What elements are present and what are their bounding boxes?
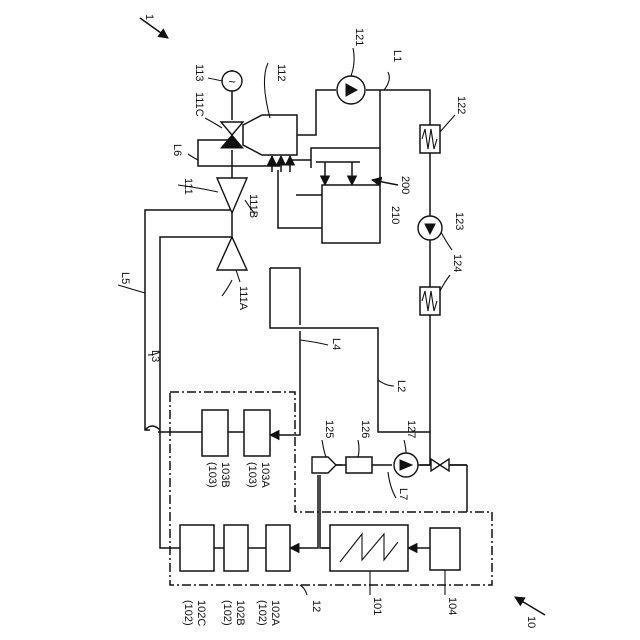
- label-200: 200: [399, 176, 411, 194]
- label-112: 112: [275, 64, 287, 82]
- label-102A: 102A: [269, 600, 281, 626]
- label-125: 125: [323, 420, 335, 438]
- label-122: 122: [455, 96, 467, 114]
- label-102C-group: (102): [182, 600, 194, 626]
- label-102C: 102C: [195, 600, 207, 626]
- ac-source-symbol: ~: [228, 74, 236, 89]
- unit-102A: [266, 525, 290, 571]
- label-113: 113: [193, 64, 205, 82]
- triangle-111B-icon: [217, 178, 247, 213]
- leader-L6: [188, 154, 198, 160]
- label-102B: 102B: [234, 600, 246, 626]
- heater-101: [330, 525, 408, 571]
- valve-L7-icon: [431, 459, 449, 471]
- leader-125: [322, 440, 326, 457]
- label-L5: L5: [119, 272, 131, 284]
- label-ctrl-12: 12: [310, 600, 322, 612]
- label-102A-group: (102): [256, 600, 268, 626]
- triangle-111A-icon: [217, 237, 247, 270]
- label-111A: 111A: [237, 286, 249, 311]
- label-L1: L1: [391, 50, 403, 62]
- leader-112: [264, 63, 270, 118]
- label-103B: 103B: [219, 462, 231, 488]
- leader-124: [440, 275, 450, 291]
- unit-104: [430, 528, 460, 570]
- leader-123: [441, 232, 452, 250]
- label-104: 104: [446, 597, 458, 615]
- leader-111C: [205, 118, 222, 128]
- label-103A-group: (103): [246, 462, 258, 488]
- arrow-fig-1: [140, 18, 168, 38]
- leader-126: [358, 440, 359, 457]
- unit-103A: [244, 410, 270, 456]
- line-L1-turbine-to-pump: [297, 90, 336, 135]
- label-L4: L4: [330, 338, 342, 350]
- leader-121: [351, 48, 354, 76]
- line-L2: [270, 268, 430, 432]
- label-111: 111: [182, 178, 194, 195]
- arrow-sys-10: [515, 597, 545, 615]
- line-L5: [145, 210, 232, 432]
- valve-111C-top: [221, 122, 243, 135]
- unit-103B: [202, 410, 228, 456]
- label-126: 126: [359, 420, 371, 438]
- label-L3: L3: [149, 350, 161, 362]
- label-103A: 103A: [259, 462, 271, 488]
- label-L2: L2: [395, 380, 407, 392]
- line-ctrl-210-to-turbine: [278, 170, 322, 228]
- label-102B-group: (102): [221, 600, 233, 626]
- line-tap-to-turbine: [311, 148, 380, 168]
- label-sys-10: 10: [525, 616, 537, 628]
- label-L6: L6: [171, 144, 183, 156]
- label-121: 121: [353, 28, 365, 46]
- leader-122: [440, 115, 455, 132]
- label-fig-1: 1: [143, 14, 155, 20]
- label-111B: 111B: [247, 194, 259, 218]
- label-123: 123: [453, 212, 465, 230]
- label-L7: L7: [397, 488, 409, 500]
- leader-L4: [300, 340, 328, 345]
- leader-113: [208, 78, 222, 81]
- unit-102C: [180, 525, 214, 571]
- label-124-visible: 124: [451, 254, 463, 272]
- label-101: 101: [371, 597, 383, 615]
- controller-210: [322, 185, 380, 243]
- leader-L5: [118, 285, 145, 293]
- nozzle-125-icon: [312, 457, 336, 473]
- line-L1-loop: [366, 90, 467, 465]
- leader-L7: [388, 472, 396, 498]
- unit-126: [346, 457, 372, 473]
- leader-111A: [236, 270, 240, 282]
- label-111C: 111C: [193, 92, 205, 117]
- leader-127: [404, 440, 406, 453]
- leader-111A-b: [222, 280, 232, 296]
- label-103B-group: (103): [206, 462, 218, 488]
- leader-12: [300, 585, 307, 595]
- leader-L1: [384, 72, 389, 90]
- turbine-112: [243, 115, 297, 155]
- leader-L2: [378, 380, 394, 386]
- label-127: 127: [405, 420, 417, 438]
- unit-102B: [224, 525, 248, 571]
- label-210: 210: [389, 206, 401, 224]
